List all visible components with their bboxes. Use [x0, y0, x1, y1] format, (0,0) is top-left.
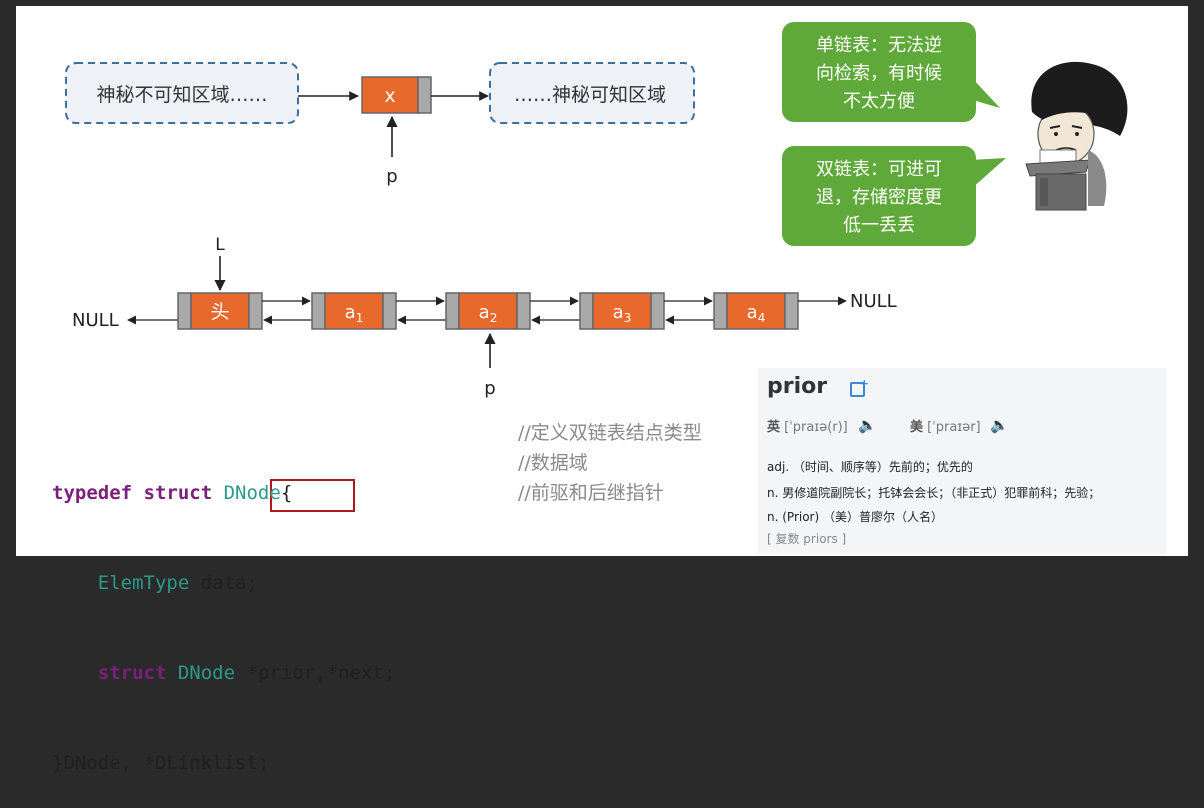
- node-a4: a4: [713, 292, 799, 330]
- definition-2: n. 男修道院副院长；托钵会会长；（非正式）犯罪前科；先验；: [767, 486, 1101, 500]
- add-to-wordbook-icon[interactable]: +: [850, 377, 869, 397]
- bubble-single-line-3: 不太方便: [843, 91, 915, 112]
- pointer-p-label-list: p: [484, 378, 495, 399]
- comment-line-3: //前驱和后继指针: [518, 482, 664, 504]
- diagram-canvas: 神秘不可知区域…… x ……神秘可知区域 p L NULL 头 a1 a2: [16, 6, 1188, 556]
- bubble-single-text: 单链表：无法逆 向检索，有时候 不太方便: [782, 32, 976, 116]
- code-line-4: }DNode, *DLinklist;: [52, 752, 270, 774]
- unknown-region-box: [65, 62, 299, 124]
- code-block: typedef struct DNode{ ElemType data; str…: [52, 418, 395, 808]
- pointer-p-label-top: p: [386, 166, 397, 187]
- slide: 神秘不可知区域…… x ……神秘可知区域 p L NULL 头 a1 a2: [16, 6, 1188, 774]
- node-a3: a3: [579, 292, 665, 330]
- node-a2: a2: [445, 292, 531, 330]
- meme-character-image: [1025, 61, 1128, 211]
- node-a1-label: a1: [345, 302, 364, 325]
- bubble-single-list: [782, 22, 1000, 122]
- code-line-1: typedef struct DNode{: [52, 482, 293, 504]
- pron-uk: 英 [ˈpraɪə(r)]: [767, 420, 848, 435]
- code-comments: //定义双链表结点类型 //数据域 //前驱和后继指针: [518, 418, 702, 508]
- node-a3-label: a3: [613, 302, 632, 325]
- code-prior-boxed: *prior: [246, 662, 316, 684]
- bubble-single-line-1: 单链表：无法逆: [816, 35, 942, 56]
- node-x-data: [361, 76, 419, 114]
- null-right-label: NULL: [850, 291, 897, 312]
- known-region-label: ……神秘可知区域: [514, 84, 666, 106]
- node-a1: a1: [311, 292, 397, 330]
- definition-3: n. (Prior) （美）普廖尔（人名）: [767, 510, 943, 524]
- speaker-uk-icon[interactable]: 🔈: [858, 416, 877, 434]
- bubble-double-line-2: 退，存储密度更: [816, 187, 942, 208]
- head-node: 头: [177, 292, 263, 330]
- plural-form: [ 复数 priors ]: [767, 532, 847, 546]
- comment-line-1: //定义双链表结点类型: [518, 422, 702, 444]
- node-x-label: x: [384, 85, 395, 107]
- dictionary-word: prior: [767, 374, 828, 399]
- dictionary-popup: prior + 英 [ˈpraɪə(r)] 🔈 美 [ˈpraɪər] 🔈 ad…: [758, 368, 1166, 554]
- head-node-label: 头: [210, 301, 229, 323]
- node-a2-label: a2: [479, 302, 498, 325]
- definition-1: adj. （时间、顺序等）先前的；优先的: [767, 460, 973, 474]
- node-a4-label: a4: [747, 302, 766, 325]
- bubble-double-text: 双链表：可进可 退，存储密度更 低一丢丢: [782, 156, 976, 240]
- speaker-us-icon[interactable]: 🔈: [990, 416, 1009, 434]
- null-left-label: NULL: [72, 310, 119, 331]
- known-region-box: [489, 62, 695, 124]
- bubble-double-line-3: 低一丢丢: [843, 215, 915, 236]
- comment-line-2: //数据域: [518, 452, 588, 474]
- head-pointer-label: L: [215, 235, 225, 255]
- bubble-single-line-2: 向检索，有时候: [816, 63, 942, 84]
- unknown-region-label: 神秘不可知区域……: [96, 84, 267, 106]
- node-x-next: [417, 76, 432, 114]
- code-line-3: struct DNode *prior,*next;: [97, 662, 396, 684]
- prior-highlight-box: [270, 479, 355, 512]
- bubble-double-line-1: 双链表：可进可: [816, 159, 942, 180]
- bubble-double-list: [782, 146, 1006, 246]
- pron-us: 美 [ˈpraɪər]: [910, 420, 981, 435]
